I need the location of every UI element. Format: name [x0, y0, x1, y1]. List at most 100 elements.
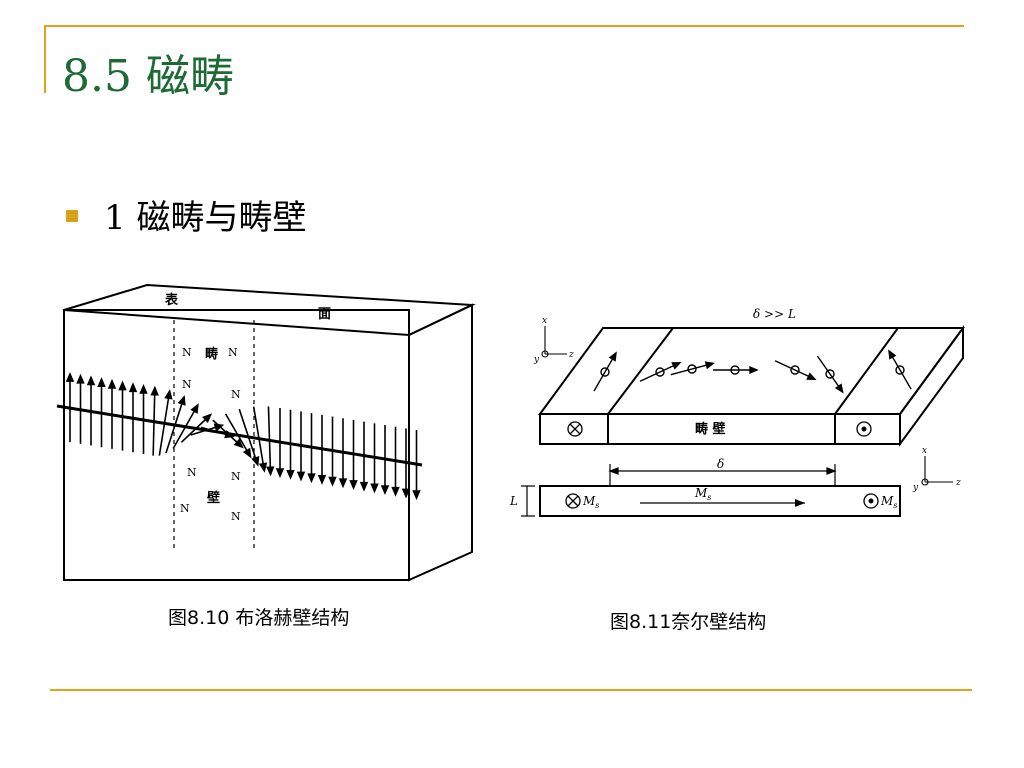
out-of-page-symbol-icon — [856, 421, 872, 437]
neel-spin-dot — [655, 367, 665, 377]
spin-arrowhead — [317, 475, 327, 485]
spin-arrowhead — [258, 462, 268, 473]
pole-n: N — [182, 346, 192, 359]
into-page-symbol-icon — [567, 421, 583, 437]
spin-arrow — [252, 406, 266, 471]
neel-spin-arrows — [593, 349, 912, 394]
spin-arrowhead — [391, 486, 400, 497]
spin-arrowhead — [307, 473, 316, 484]
neel-spin-dot — [790, 365, 800, 375]
spin-arrowhead — [349, 480, 358, 490]
axis-z-label: z — [568, 350, 574, 360]
top-rule — [44, 25, 964, 27]
axis-y-label: y — [912, 483, 919, 493]
neel-wall-diagram: δ >> L 畴 壁 δ L Ms Ms Ms x y z — [509, 307, 965, 517]
label-surface-b: 面 — [318, 307, 331, 322]
label-ms-center: Ms — [694, 486, 711, 502]
cross-section-bar — [539, 485, 901, 517]
neel-spin-dot — [895, 365, 905, 375]
spin-arrowhead — [286, 469, 295, 480]
label-surface-a: 表 — [164, 292, 179, 308]
ms-arrowhead — [795, 499, 805, 507]
neel-spin-arrowhead — [806, 372, 817, 381]
neel-spin-arrowhead — [888, 349, 897, 360]
bottom-rule — [50, 689, 972, 691]
box-side-face — [408, 303, 473, 582]
spin-arrow — [224, 413, 252, 458]
pole-n: N — [182, 378, 192, 391]
neel-spin-dot — [825, 369, 835, 379]
spin-arrow — [172, 404, 199, 449]
neel-spin-arrowhead — [834, 383, 844, 394]
label-domain-wall: 畴 壁 — [695, 421, 726, 437]
pole-n: N — [231, 510, 241, 523]
spin-arrowhead — [177, 395, 186, 406]
rotation-axis-line — [56, 404, 423, 467]
neel-spin-dot — [687, 364, 697, 374]
slide-title: 8.5 磁畴 — [62, 51, 234, 102]
pole-n: N — [180, 502, 190, 515]
label-domain-char: 畴 — [205, 346, 218, 362]
label-delta: δ — [717, 457, 724, 471]
label-l: L — [509, 494, 518, 508]
spin-arrow — [165, 396, 185, 454]
spin-arrowhead — [139, 383, 148, 394]
spin-arrowhead — [275, 468, 285, 479]
bullet-square-icon — [66, 210, 78, 222]
pole-n: N — [228, 346, 238, 359]
spin-arrowhead — [76, 373, 85, 384]
spin-arrowhead — [190, 403, 199, 414]
spin-arrowhead — [202, 413, 213, 424]
spin-arrowhead — [118, 380, 127, 391]
spin-arrowhead — [412, 490, 421, 501]
left-rule — [44, 25, 46, 93]
wall-edge-left — [607, 327, 674, 415]
bloch-wall-diagram: 表 面 畴 壁 N N N N N N N N — [56, 283, 476, 582]
spin-arrowhead — [86, 375, 96, 386]
label-ms-left: Ms — [582, 494, 599, 510]
figure2-caption: 图8.11奈尔壁结构 — [610, 611, 767, 633]
spin-arrowhead — [370, 483, 379, 494]
spin-arrow — [267, 406, 272, 475]
label-ms-right: Ms — [880, 494, 897, 510]
axes-icon-top-left — [541, 326, 567, 358]
spin-arrowhead — [97, 377, 106, 387]
spin-arrow — [152, 387, 156, 456]
spin-arrowhead — [328, 476, 337, 487]
wall-edge-right — [834, 327, 899, 415]
spin-arrowhead — [128, 382, 138, 393]
into-page-symbol-icon — [565, 493, 581, 509]
spin-arrowhead — [150, 385, 159, 396]
pole-n: N — [231, 470, 241, 483]
axes-icon-bottom-right — [921, 456, 953, 486]
axis-x-label: x — [922, 446, 927, 456]
neel-spin-dot — [600, 367, 610, 377]
neel-spin-arrowhead — [749, 365, 759, 375]
spin-arrows — [65, 372, 421, 501]
out-of-page-symbol-icon — [863, 493, 879, 509]
bullet-text: 1 磁畴与畴壁 — [104, 198, 307, 238]
neel-spin-arrowhead — [704, 361, 715, 370]
axis-y-label: y — [533, 355, 540, 365]
spin-arrowhead — [380, 485, 390, 496]
slab-side-face — [899, 324, 964, 448]
spin-arrowhead — [233, 438, 244, 449]
spin-arrowhead — [266, 466, 275, 477]
spin-arrowhead — [251, 455, 260, 467]
spin-arrow — [238, 408, 259, 465]
axis-x-label: x — [542, 316, 547, 326]
spin-arrowhead — [359, 481, 369, 492]
label-wall-char: 壁 — [207, 490, 220, 506]
pole-n: N — [187, 466, 197, 479]
spin-arrowhead — [296, 471, 306, 482]
spin-arrowhead — [338, 478, 348, 489]
spin-arrowhead — [107, 378, 117, 389]
neel-spin-arrowhead — [608, 351, 617, 362]
figure1-caption: 图8.10 布洛赫壁结构 — [168, 607, 350, 629]
label-delta-gg-l: δ >> L — [753, 307, 796, 321]
spin-arrowhead — [401, 488, 411, 499]
spin-arrowhead — [164, 389, 173, 400]
axis-z-label: z — [955, 478, 961, 488]
neel-spin-arrowhead — [671, 361, 682, 370]
spin-arrowhead — [242, 447, 252, 459]
